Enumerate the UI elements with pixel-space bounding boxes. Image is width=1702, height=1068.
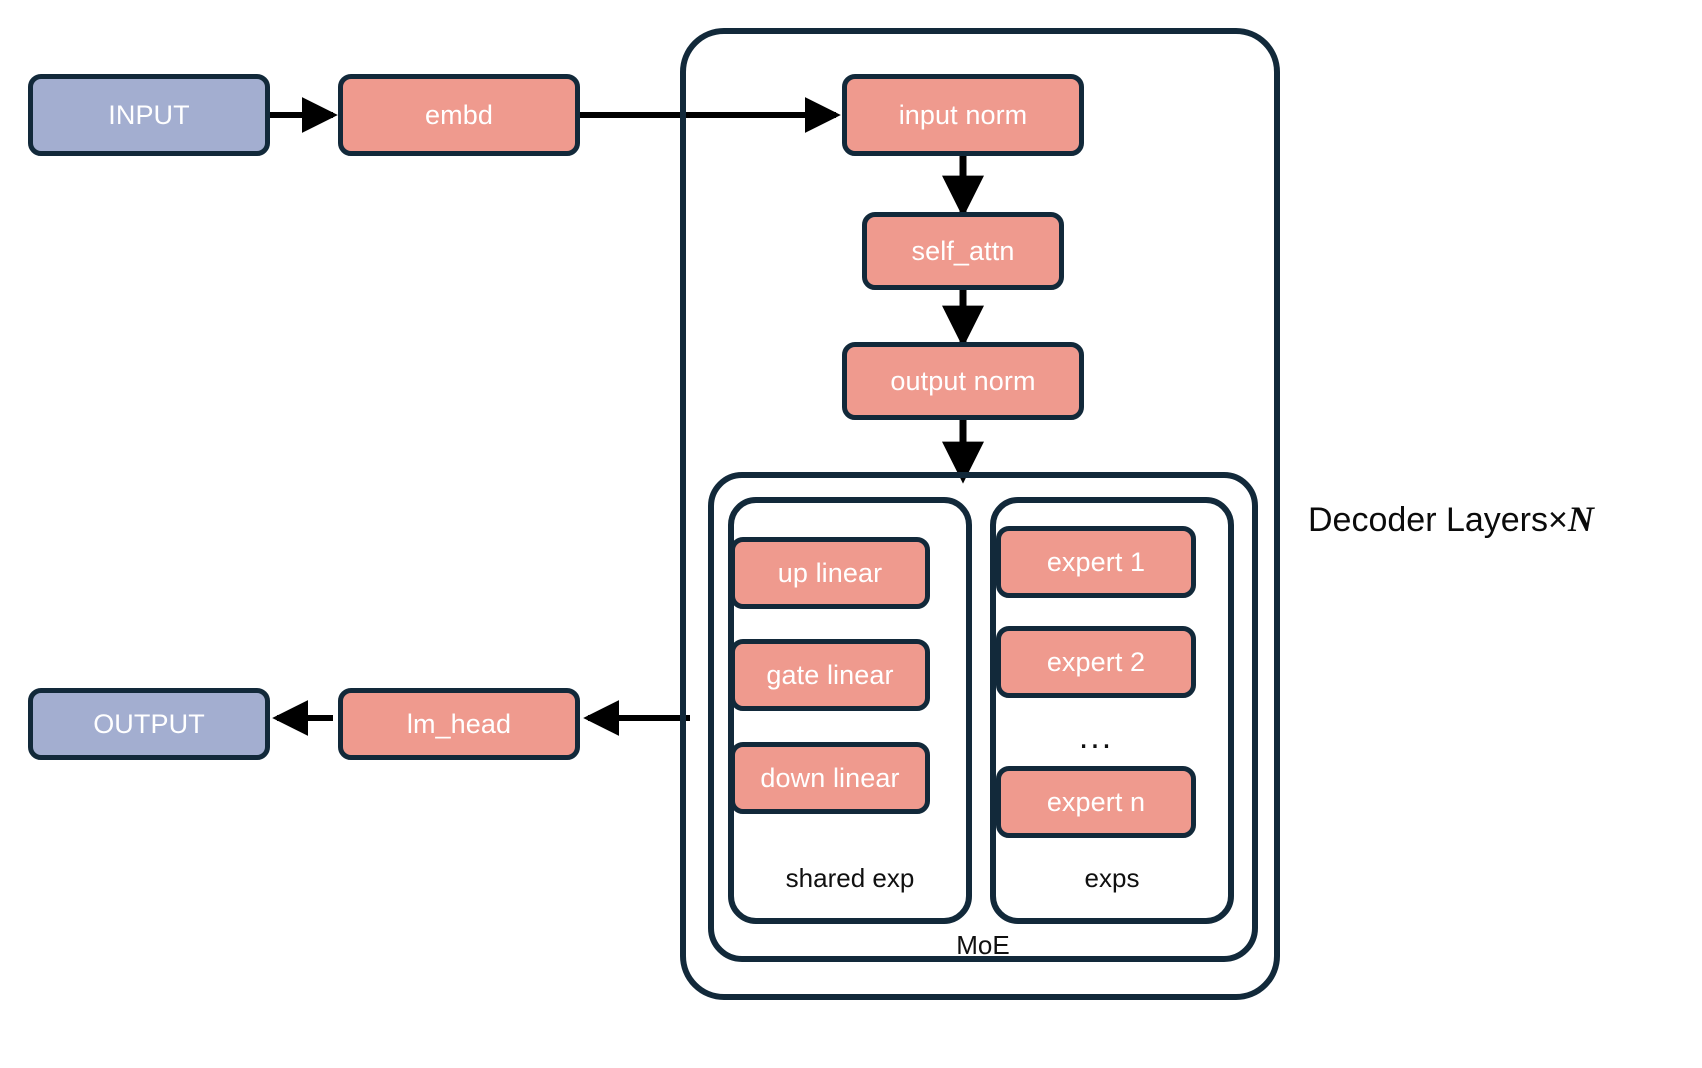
expert-ellipsis: ...	[1078, 718, 1114, 756]
node-lm-head[interactable]: lm_head	[338, 688, 580, 760]
node-self-attn[interactable]: self_attn	[862, 212, 1064, 290]
node-output-norm[interactable]: output norm	[842, 342, 1084, 420]
node-expert-n[interactable]: expert n	[996, 766, 1196, 838]
decoder-layers-annotation: Decoder Layers×N	[1308, 498, 1594, 540]
moe-label: MoE	[956, 930, 1010, 960]
shared-exp-label: shared exp	[785, 863, 915, 893]
node-output[interactable]: OUTPUT	[28, 688, 270, 760]
moe-container	[708, 472, 1258, 962]
node-input[interactable]: INPUT	[28, 74, 270, 156]
node-expert-1[interactable]: expert 1	[996, 526, 1196, 598]
node-expert-2[interactable]: expert 2	[996, 626, 1196, 698]
node-up-linear[interactable]: up linear	[730, 537, 930, 609]
decoder-layers-annotation-prefix: Decoder Layers×	[1308, 501, 1568, 539]
node-input-norm[interactable]: input norm	[842, 74, 1084, 156]
decoder-layers-container	[680, 28, 1280, 1000]
shared-exp-container	[728, 497, 972, 924]
node-gate-linear[interactable]: gate linear	[730, 639, 930, 711]
decoder-layers-annotation-variable: N	[1567, 499, 1594, 539]
node-down-linear[interactable]: down linear	[730, 742, 930, 814]
exps-container	[990, 497, 1234, 924]
exps-label: exps	[1084, 863, 1140, 893]
node-embd[interactable]: embd	[338, 74, 580, 156]
